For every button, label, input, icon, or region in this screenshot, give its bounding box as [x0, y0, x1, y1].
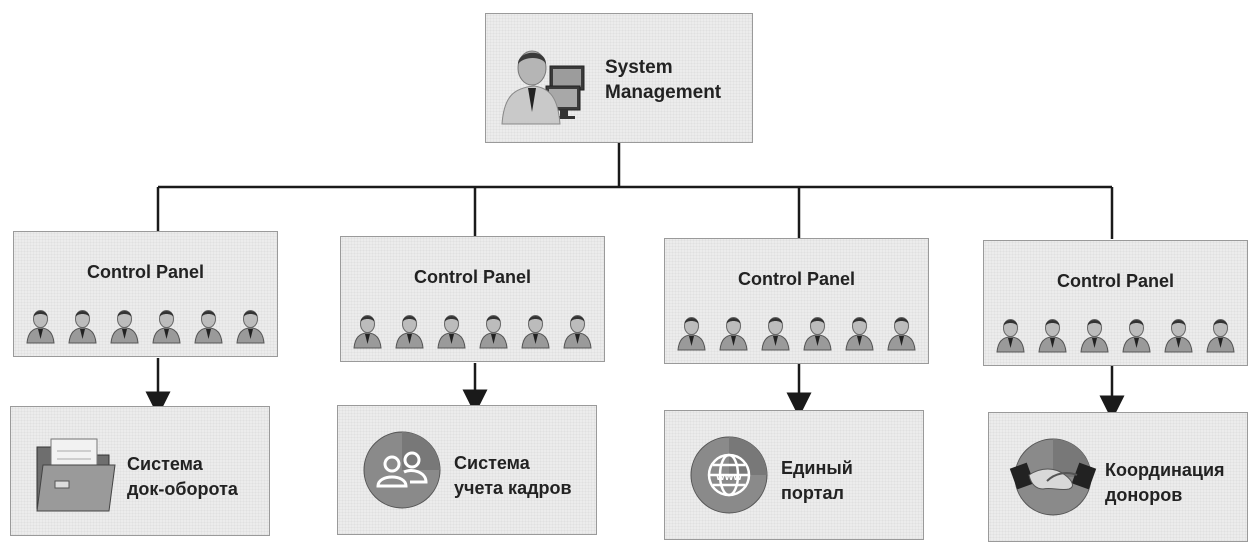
user-icon [25, 306, 56, 344]
folder-icon [36, 438, 116, 512]
system-label-line1: Система [127, 454, 203, 474]
user-icon [1205, 315, 1236, 353]
user-icon [151, 306, 182, 344]
top-title-line1: System [605, 57, 673, 78]
user-icon [394, 311, 425, 349]
control-panel-box-2: Control Panel [340, 236, 605, 362]
system-box-donors: Координация доноров [988, 412, 1248, 542]
user-row [14, 306, 277, 344]
user-icon [67, 306, 98, 344]
user-icon [436, 311, 467, 349]
control-panel-title: Control Panel [737, 269, 855, 289]
user-icon [1037, 315, 1068, 353]
user-row [341, 311, 604, 349]
system-label-line1: Система [454, 453, 530, 473]
user-icon [562, 311, 593, 349]
control-panel-title: Control Panel [86, 262, 204, 282]
system-label-line2: портал [781, 483, 844, 503]
system-box-docflow: Система док-оборота [10, 406, 270, 536]
user-row [665, 313, 928, 351]
system-label-line1: Единый [781, 458, 853, 478]
user-icon [760, 313, 791, 351]
user-icon [352, 311, 383, 349]
system-label-line2: доноров [1105, 485, 1183, 505]
user-icon [718, 313, 749, 351]
user-icon [1079, 315, 1110, 353]
manager-at-computer-icon [501, 50, 585, 125]
control-panel-box-1: Control Panel [13, 231, 278, 357]
system-label-line1: Координация [1105, 460, 1225, 480]
user-icon [886, 313, 917, 351]
user-icon [844, 313, 875, 351]
user-icon [193, 306, 224, 344]
system-box-hr: Система учета кадров [337, 405, 597, 535]
control-panel-title: Control Panel [413, 267, 531, 287]
top-title-line2: Management [605, 82, 722, 103]
handshake-icon [1009, 438, 1097, 516]
system-box-portal: www Единый портал [664, 410, 924, 540]
people-icon [363, 431, 441, 509]
user-icon [676, 313, 707, 351]
system-label-line2: док-оборота [127, 479, 238, 499]
user-icon [478, 311, 509, 349]
svg-text:www: www [715, 471, 742, 483]
system-management-box: System Management [485, 13, 753, 143]
system-label-line2: учета кадров [454, 478, 572, 498]
user-icon [1163, 315, 1194, 353]
control-panel-box-3: Control Panel [664, 238, 929, 364]
user-icon [235, 306, 266, 344]
user-row [984, 315, 1247, 353]
user-icon [802, 313, 833, 351]
user-icon [995, 315, 1026, 353]
control-panel-box-4: Control Panel [983, 240, 1248, 366]
user-icon [1121, 315, 1152, 353]
control-panel-title: Control Panel [1056, 271, 1174, 291]
user-icon [109, 306, 140, 344]
globe-www-icon: www [690, 436, 768, 514]
user-icon [520, 311, 551, 349]
